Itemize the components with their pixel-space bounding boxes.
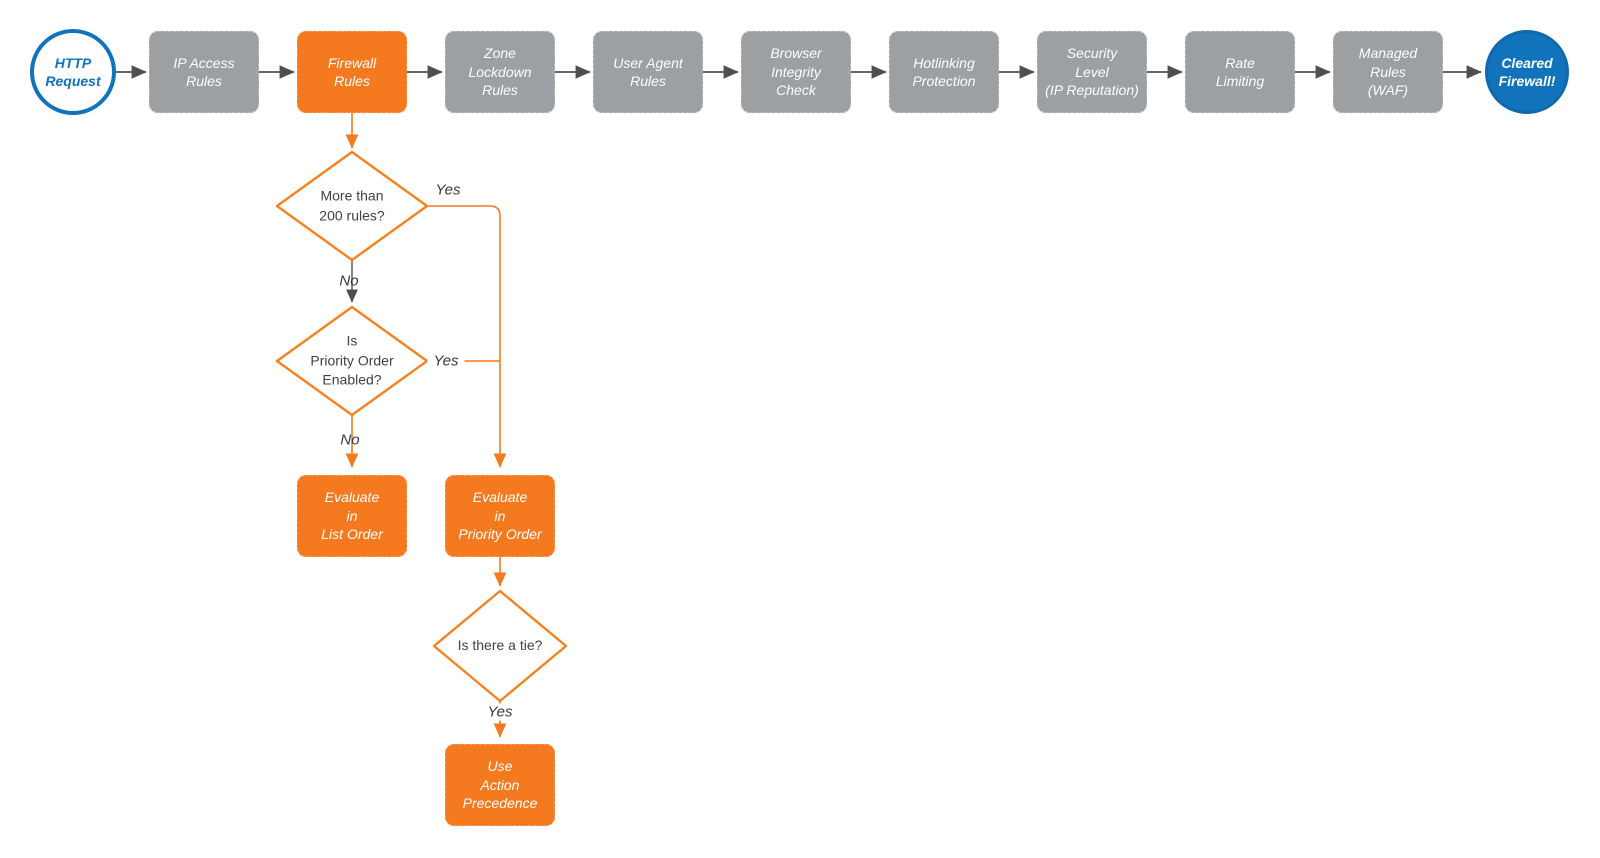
decision-priority-enabled-label: Is Priority Order Enabled? (310, 332, 394, 388)
node-ip-access-rules: IP Access Rules (149, 31, 259, 113)
node-hotlinking-protection: Hotlinking Protection (889, 31, 999, 113)
node-zone-lockdown-rules: Zone Lockdown Rules (445, 31, 555, 113)
edge-label-priority-enabled-no: No (340, 431, 360, 449)
node-managed-rules-waf: Managed Rules (WAF) (1333, 31, 1443, 113)
node-http-request: HTTP Request (30, 29, 116, 115)
decision-tie-label: Is there a tie? (457, 637, 543, 654)
arrow-rules-count-yes-to-priority-order (427, 205, 507, 468)
edge-label-rules-count-yes: Yes (435, 181, 461, 199)
node-cleared-firewall: Cleared Firewall! (1485, 30, 1569, 114)
node-security-level: Security Level (IP Reputation) (1037, 31, 1147, 113)
decision-tie-shape (432, 589, 568, 703)
node-use-action-precedence: Use Action Precedence (445, 744, 555, 826)
node-evaluate-priority-order: Evaluate in Priority Order (445, 475, 555, 557)
decision-rules-count-shape (275, 150, 429, 262)
node-rate-limiting: Rate Limiting (1185, 31, 1295, 113)
node-user-agent-rules: User Agent Rules (593, 31, 703, 113)
edge-label-priority-enabled-yes: Yes (427, 352, 465, 370)
edge-label-rules-count-no: No (339, 272, 359, 290)
node-firewall-rules: Firewall Rules (297, 31, 407, 113)
node-evaluate-list-order: Evaluate in List Order (297, 475, 407, 557)
decision-rules-count-label: More than 200 rules? (319, 187, 385, 223)
edge-label-tie-yes: Yes (481, 703, 519, 721)
decision-priority-enabled-shape (275, 305, 429, 417)
node-browser-integrity-check: Browser Integrity Check (741, 31, 851, 113)
